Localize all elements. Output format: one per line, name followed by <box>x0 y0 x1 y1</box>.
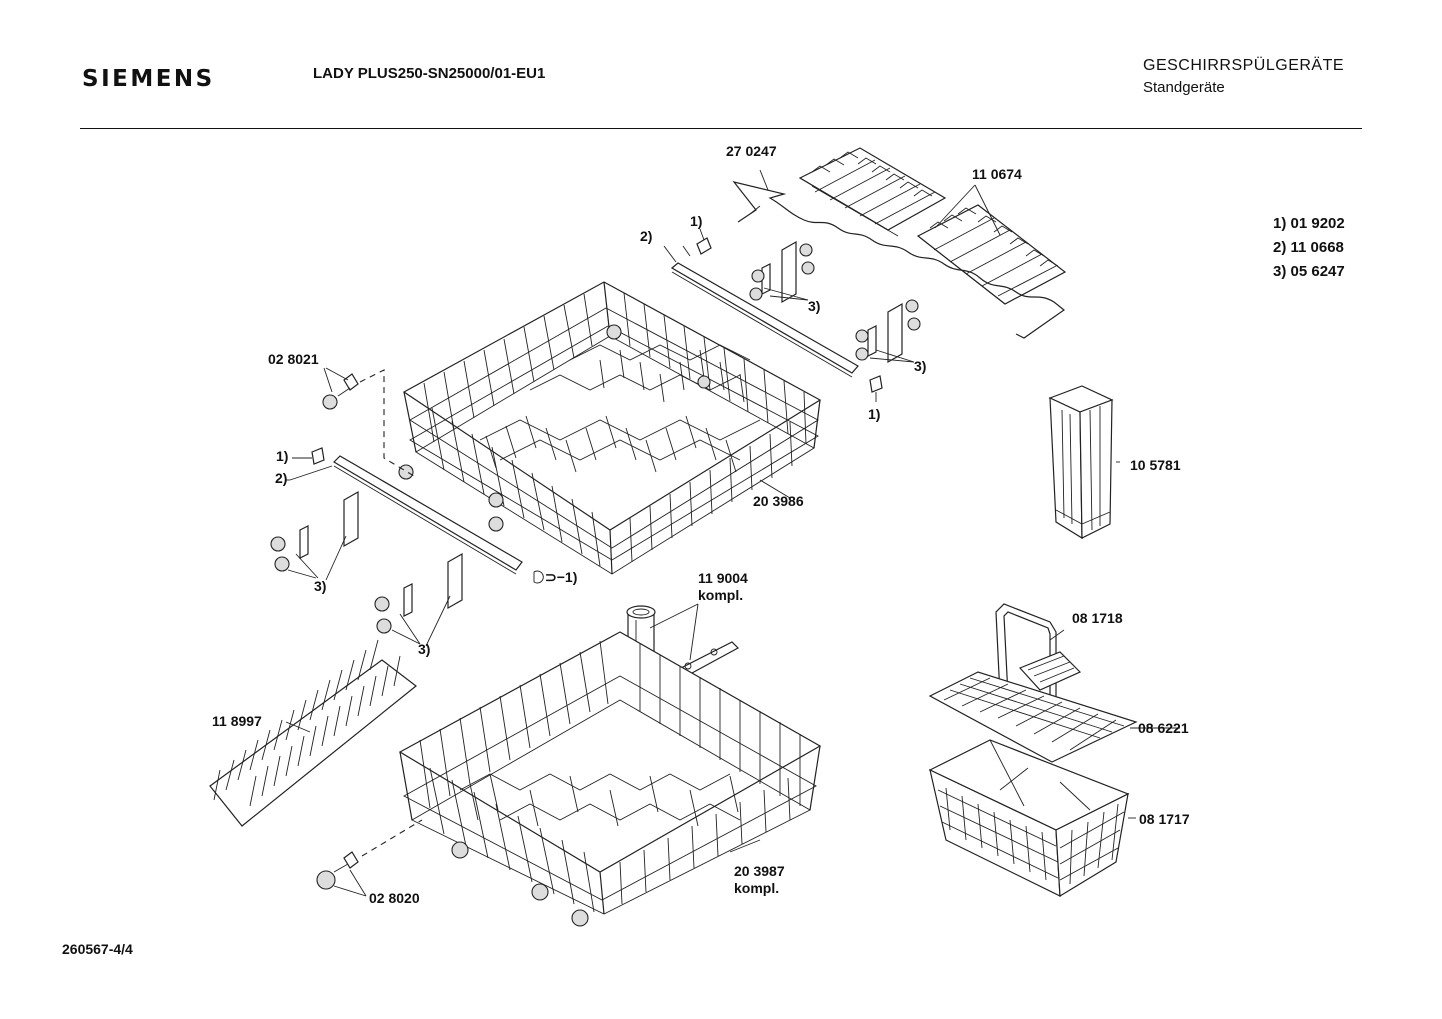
tine-row-lower <box>916 204 1067 305</box>
footnote-legend: 1) 01 9202 2) 11 0668 3) 05 6247 <box>1273 212 1345 284</box>
bracket-group-left <box>270 490 359 581</box>
brand-logo: SIEMENS <box>82 66 215 92</box>
upper-rail-right <box>670 262 859 378</box>
wire-spring <box>732 181 1066 339</box>
lower-basket <box>398 631 822 927</box>
cutlery-container <box>1048 385 1114 540</box>
legend-item: 3) 05 6247 <box>1273 263 1345 280</box>
label-rail-top: 2) <box>640 228 653 244</box>
bracket-group-right <box>855 299 921 364</box>
bracket-group-top <box>749 240 815 304</box>
label-bracket-top: 3) <box>808 298 821 314</box>
leader-lines <box>285 205 1180 853</box>
insert-rack <box>209 639 417 827</box>
document-number: 260567-4/4 <box>62 941 133 957</box>
label-rail-end-clip: ⊃−1) <box>545 569 578 585</box>
rail-end-cap <box>533 570 544 584</box>
label-bracket-left: 3) <box>314 578 327 594</box>
label-bracket-right: 3) <box>914 358 927 374</box>
roller-upper <box>322 373 359 410</box>
clip-left <box>311 447 325 465</box>
label-container: 10 5781 <box>1130 457 1181 473</box>
label-clip-right: 1) <box>868 406 881 422</box>
label-clip-top: 1) <box>690 213 703 229</box>
label-roller-lower: 02 8020 <box>369 890 420 906</box>
label-lower-basket: 20 3987 <box>734 863 785 879</box>
roller-lower <box>316 851 359 890</box>
label-bracket-lower: 3) <box>418 641 431 657</box>
label-spray-arm: 11 9004 <box>698 570 748 586</box>
label-tine-rows: 11 0674 <box>972 166 1022 182</box>
bracket-group-lower <box>374 552 463 647</box>
label-cover: 08 6221 <box>1138 720 1189 736</box>
tine-row-upper <box>798 147 947 237</box>
header-divider <box>80 128 1362 129</box>
product-category: GESCHIRRSPÜLGERÄTE <box>1143 57 1345 74</box>
legend-item: 2) 11 0668 <box>1273 239 1344 256</box>
label-lower-basket-note: kompl. <box>734 880 780 896</box>
clip-right <box>869 375 883 393</box>
label-spray-arm-note: kompl. <box>698 587 744 603</box>
label-insert: 11 8997 <box>212 713 262 729</box>
label-cutlery-basket: 08 1717 <box>1139 811 1190 827</box>
product-subcategory: Standgeräte <box>1143 79 1225 96</box>
cutlery-basket <box>928 739 1130 898</box>
label-clip-left: 1) <box>276 448 289 464</box>
legend-item: 1) 01 9202 <box>1273 215 1345 232</box>
label-roller-upper: 02 8021 <box>268 351 319 367</box>
basket-cover <box>928 671 1138 763</box>
label-wire: 27 0247 <box>726 143 777 159</box>
model-number: LADY PLUS250-SN25000/01-EU1 <box>313 65 546 82</box>
label-rail-left: 2) <box>275 470 288 486</box>
lower-rail-left <box>333 455 523 575</box>
label-handle: 08 1718 <box>1072 610 1123 626</box>
upper-basket <box>398 281 822 575</box>
label-upper-basket: 20 3986 <box>753 493 804 509</box>
clip-top <box>696 237 712 255</box>
